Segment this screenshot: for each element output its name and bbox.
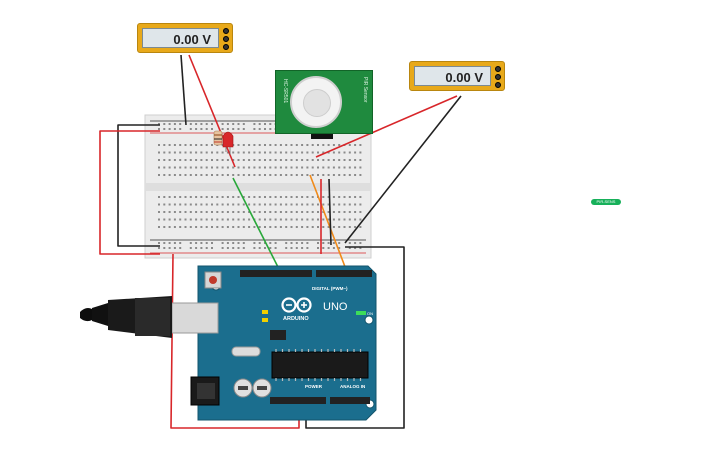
wire-meter2-black [344,95,462,244]
multimeter-1[interactable]: 0.00 V [137,23,233,53]
multimeter-1-terminal-v[interactable] [223,36,229,42]
power-header-label: POWER [305,384,323,389]
canvas-small-component[interactable]: PIR-SENS [591,199,621,205]
wire-meter1-red [188,54,236,168]
wire-black-pir [328,178,332,246]
pir-left-label: HC-SR501 [282,79,288,104]
wire-meter2-red [315,95,458,158]
pir-right-label: PIR Sensor [362,77,368,103]
multimeter-1-terminal-com[interactable] [223,44,229,50]
resistor[interactable] [213,130,223,146]
multimeter-2[interactable]: 0.00 V [409,61,505,91]
arduino-logo-text: ARDUINO [283,316,309,322]
wire-green [232,177,283,276]
led-red[interactable] [222,131,234,155]
pir-pins [311,134,333,139]
usb-cable[interactable] [80,296,219,338]
multimeter-2-terminal-com[interactable] [495,82,501,88]
breadboard[interactable] [144,114,372,259]
multimeter-1-terminal-a[interactable] [223,28,229,34]
arduino-logo [281,297,312,313]
arduino-model-label: UNO [323,301,348,313]
multimeter-1-display: 0.00 V [142,28,219,48]
wire-black-left-loop [117,124,160,247]
on-led-label: ON [367,311,373,316]
pir-lens-dome [290,76,342,128]
pir-sensor[interactable]: HC-SR501 PIR Sensor [275,70,373,134]
breadboard-holes [158,123,362,249]
multimeter-2-terminal-v[interactable] [495,74,501,80]
multimeter-2-display: 0.00 V [414,66,491,86]
arduino-uno[interactable]: ARDUINO UNO DIGITAL (PWM~) POWER ANALOG … [190,265,377,421]
wires [99,54,462,429]
analog-header-label: ANALOG IN [340,384,365,389]
digital-header-label: DIGITAL (PWM~) [312,286,348,291]
wire-meter1-black [180,54,187,126]
wire-red-left-loop [99,130,160,255]
wire-orange [309,174,348,273]
multimeter-2-terminal-a[interactable] [495,66,501,72]
